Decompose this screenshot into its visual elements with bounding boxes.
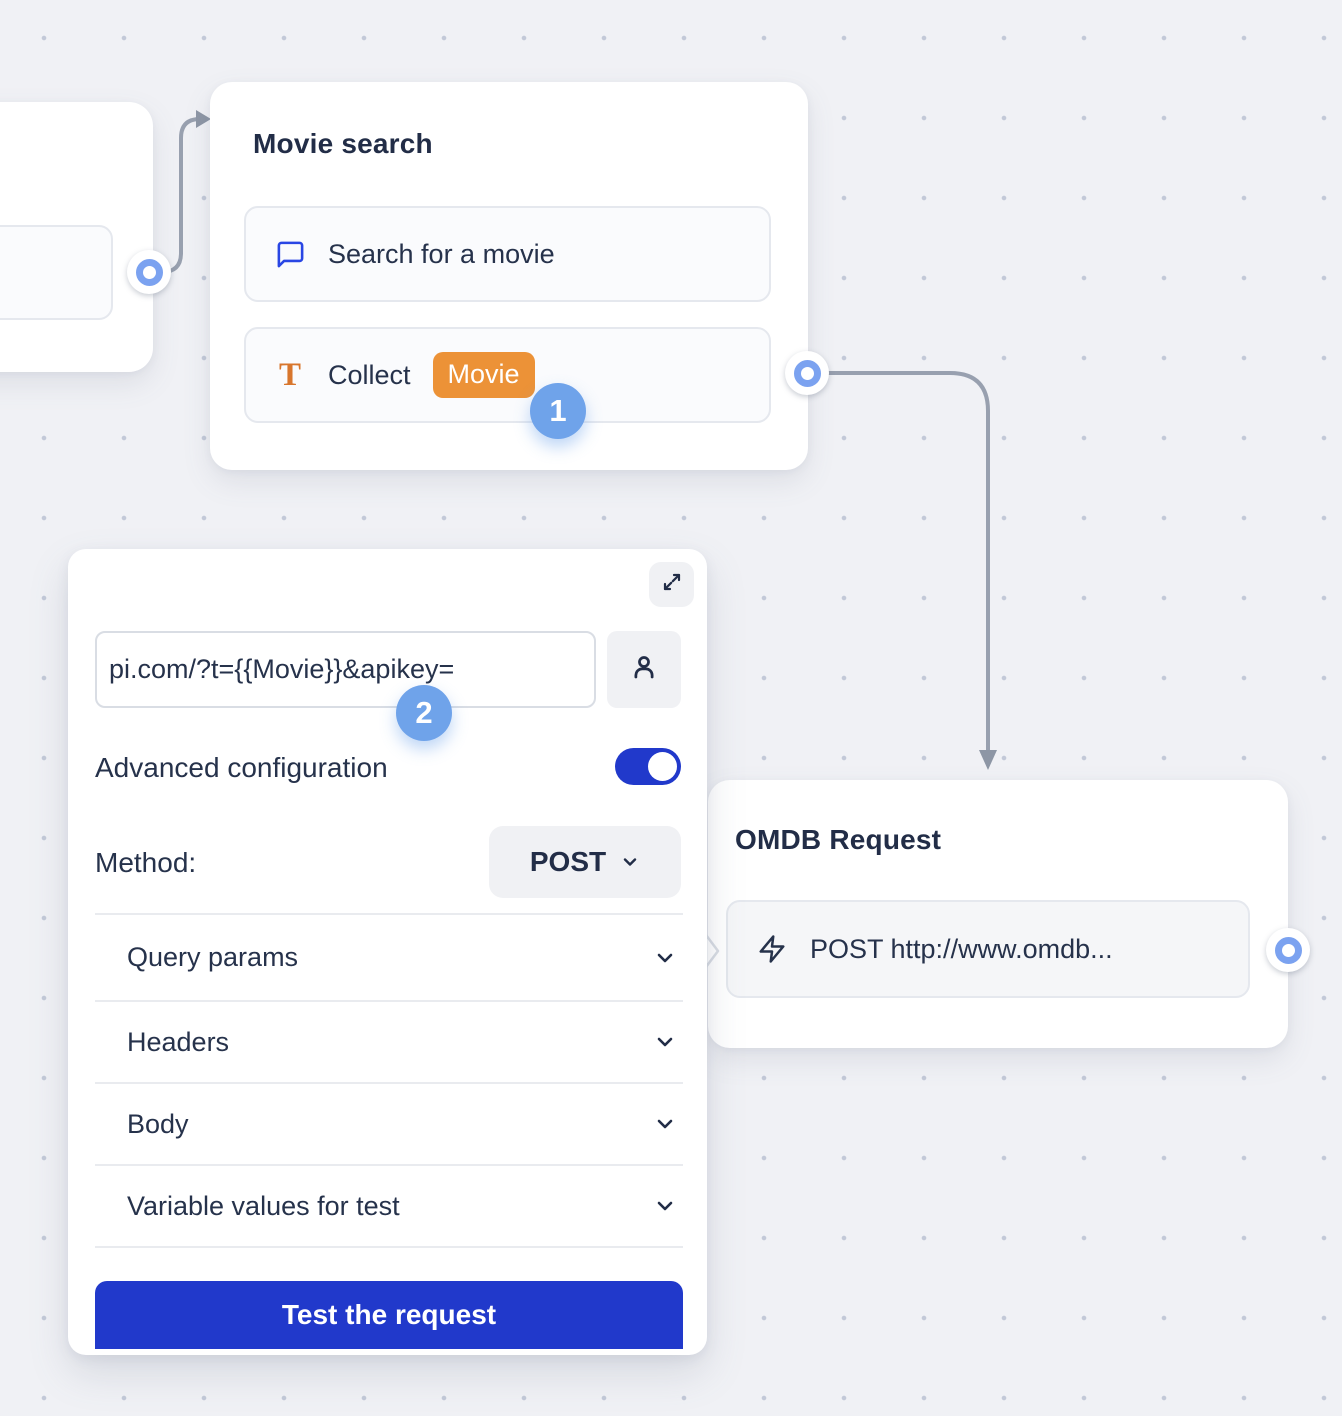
connection-line <box>807 371 990 752</box>
chevron-down-icon <box>657 953 673 962</box>
chevron-down-icon <box>623 858 637 866</box>
text-variable-icon: T <box>278 356 301 393</box>
output-port[interactable] <box>1266 928 1310 972</box>
section-label: Body <box>127 1108 189 1139</box>
block-label: Search for a movie <box>328 238 555 269</box>
block-collect-movie[interactable]: T Collect Movie <box>244 327 771 423</box>
node-movie-search[interactable]: Movie search Search for a movie T Collec… <box>210 82 808 470</box>
output-port[interactable] <box>127 250 171 294</box>
method-select[interactable]: POST <box>489 826 681 898</box>
section-label: Query params <box>127 942 299 972</box>
chevron-down-icon <box>657 1037 673 1047</box>
port-ring-icon <box>135 258 163 286</box>
node-block[interactable] <box>0 225 113 320</box>
section-label: Headers <box>127 1026 230 1057</box>
webhook-config-panel: Advanced configuration Method: POST Quer… <box>68 549 707 1355</box>
connection-line <box>150 117 201 274</box>
chevron-down-icon <box>657 1119 673 1129</box>
step-badge-2: 2 <box>396 685 452 741</box>
lightning-icon <box>756 934 788 964</box>
port-ring-icon <box>1274 936 1302 964</box>
section-query-params[interactable]: Query params <box>95 913 683 1002</box>
node-title: OMDB Request <box>735 824 942 855</box>
chevron-down-icon <box>657 1201 673 1211</box>
variable-chip-movie: Movie <box>432 352 535 398</box>
user-variable-button[interactable] <box>607 631 681 708</box>
step-badge-1: 1 <box>530 383 586 439</box>
user-icon <box>629 652 659 687</box>
block-search-for-a-movie[interactable]: Search for a movie <box>244 206 771 302</box>
section-headers[interactable]: Headers <box>95 1002 683 1084</box>
test-request-button[interactable]: Test the request <box>95 1281 683 1349</box>
arrowhead-down-icon <box>979 750 997 770</box>
arrowhead-right-icon <box>196 110 211 128</box>
block-label: POST http://www.omdb... <box>810 933 1113 964</box>
advanced-configuration-toggle[interactable] <box>615 748 681 785</box>
node-title: Movie search <box>253 128 433 159</box>
output-port[interactable] <box>785 351 829 395</box>
section-label: Variable values for test <box>127 1190 400 1221</box>
chat-bubble-icon <box>274 239 306 270</box>
section-body[interactable]: Body <box>95 1084 683 1166</box>
method-label: Method: <box>95 847 197 878</box>
expand-button[interactable] <box>649 562 694 607</box>
node-omdb-request[interactable]: OMDB Request POST http://www.omdb... <box>708 780 1288 1048</box>
port-ring-icon <box>793 359 821 387</box>
expand-icon <box>660 570 684 599</box>
url-input[interactable] <box>95 631 596 708</box>
section-variable-values[interactable]: Variable values for test <box>95 1166 683 1248</box>
block-label: Collect <box>328 359 411 390</box>
method-value: POST <box>529 846 607 877</box>
toggle-knob <box>648 752 677 781</box>
node-partial-left[interactable] <box>0 102 153 372</box>
block-post-request[interactable]: POST http://www.omdb... <box>726 900 1250 998</box>
advanced-configuration-label: Advanced configuration <box>95 752 388 783</box>
